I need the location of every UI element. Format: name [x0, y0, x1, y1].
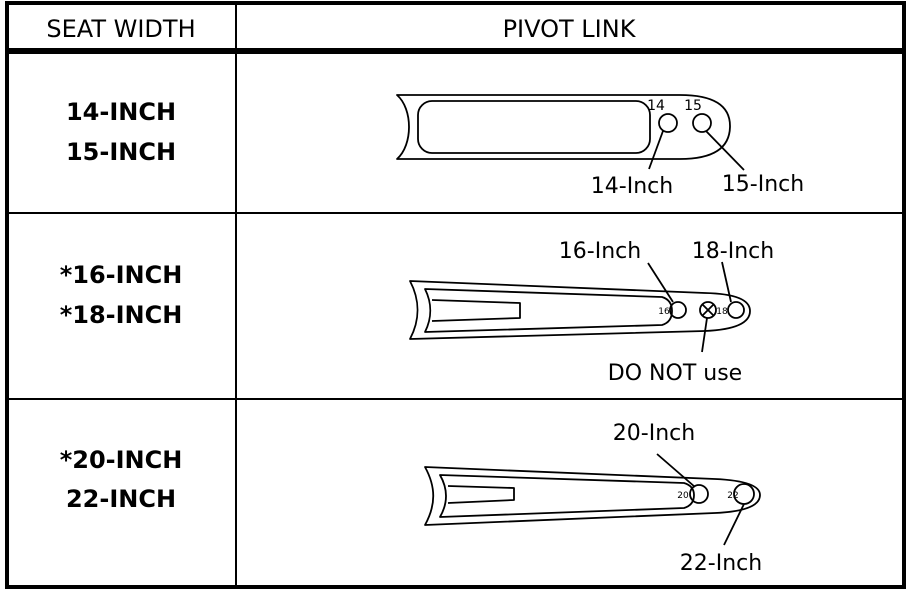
callout-16-inch: 16-Inch [559, 239, 641, 264]
row2-width-2: *18-INCH [60, 301, 183, 329]
header-pivot-link: PIVOT LINK [503, 15, 637, 43]
hole-mark-16: 16 [658, 307, 670, 317]
pivot-link-drawing-20-22 [424, 453, 761, 546]
header-seat-width: SEAT WIDTH [46, 15, 195, 43]
row1-width-1: 14-INCH [66, 98, 176, 126]
hole-mark-14: 14 [647, 98, 665, 114]
callout-do-not-use: DO NOT use [608, 361, 742, 386]
callout-22-inch: 22-Inch [680, 551, 762, 576]
hole-mark-22: 22 [727, 491, 738, 501]
hole-mark-15: 15 [684, 98, 702, 114]
hole-mark-20: 20 [677, 491, 689, 501]
callout-18-inch: 18-Inch [692, 239, 774, 264]
table-outer-border [5, 1, 906, 589]
callout-14-inch: 14-Inch [591, 174, 673, 199]
callout-20-inch: 20-Inch [613, 421, 695, 446]
hole-mark-18: 18 [716, 307, 728, 317]
pivot-link-drawing-16-18 [409, 261, 751, 353]
row2-width-1: *16-INCH [60, 261, 183, 289]
row3-width-1: *20-INCH [60, 446, 183, 474]
table-grid [5, 1, 906, 589]
row3-width-2: 22-INCH [66, 485, 176, 513]
row1-width-2: 15-INCH [66, 138, 176, 166]
pivot-link-drawing-14-15 [396, 94, 745, 171]
callout-15-inch: 15-Inch [722, 172, 804, 197]
